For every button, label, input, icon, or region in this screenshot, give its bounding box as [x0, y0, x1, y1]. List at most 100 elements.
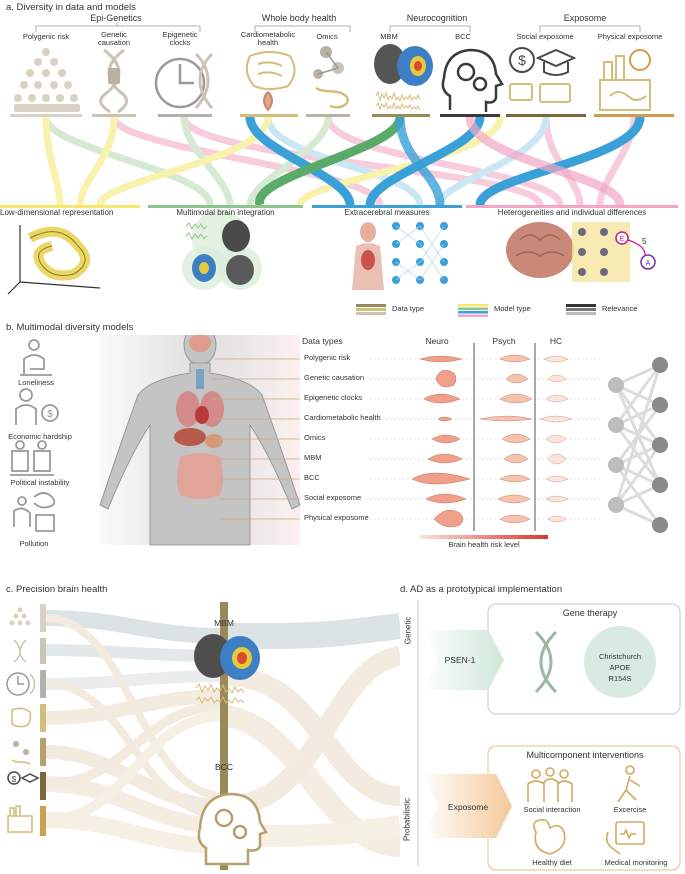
panel-b-title: b. Multimodal diversity models	[6, 322, 134, 333]
exposure-loneliness: Loneliness	[18, 378, 54, 387]
annotation-number: 5	[642, 237, 647, 246]
model-label-heterogeneity: Heterogeneities and individual differenc…	[497, 208, 647, 217]
exposure-economic: Economic hardship	[8, 432, 72, 441]
economic-hardship-icon: $	[15, 388, 59, 425]
panel-c-title: c. Precision brain health	[6, 584, 108, 595]
node-e: E	[620, 236, 625, 243]
row-social: Social exposome	[304, 493, 362, 502]
svg-text:$: $	[518, 52, 526, 68]
item-social-interaction: Social interaction	[523, 805, 581, 814]
item-exercise: Excercise	[613, 805, 647, 814]
strong-relevance-flows	[245, 115, 645, 207]
warning-mark-icon	[108, 68, 120, 84]
model-bar-low-dim	[0, 205, 140, 208]
exposure-political: Political instability	[10, 478, 70, 487]
group-epigenetics: Epi-Genetics	[90, 13, 142, 23]
dt-label-physical: Physical exposome	[597, 32, 663, 41]
panel-d-graphics	[417, 600, 681, 871]
genetic-arrow	[422, 630, 504, 690]
dt-label-epigenetic: Epigenetic clocks	[162, 30, 198, 48]
panel-a-title: a. Diversity in data and models	[6, 2, 136, 13]
christchurch-line-1: Christchurch	[598, 652, 642, 661]
people-pyramid-icon	[14, 48, 80, 112]
interventions-title: Multicomponent interventions	[526, 750, 644, 760]
input-icons: $	[6, 607, 40, 833]
row-genetic: Genetic causation	[304, 373, 365, 382]
row-omics: Omics	[304, 433, 326, 442]
bcc-head-icon	[197, 792, 268, 866]
group-whole-body: Whole body health	[261, 13, 337, 23]
exposure-pollution: Pollution	[19, 539, 49, 548]
model-bar-extracerebral	[312, 205, 462, 208]
svg-text:$: $	[47, 409, 53, 420]
model-bar-heterogeneity	[466, 205, 678, 208]
dt-label-mbm: MBM	[380, 32, 398, 41]
mbm-brain-icon	[194, 634, 260, 705]
exercise-icon	[617, 765, 641, 803]
input-bars	[40, 604, 46, 836]
money-school-icon: $	[509, 47, 577, 103]
row-epigenetic: Epigenetic clocks	[304, 393, 362, 402]
political-instability-icon	[10, 440, 54, 476]
row-bcc: BCC	[304, 473, 320, 482]
probabilistic-arrow	[422, 774, 512, 838]
row-cardio: Cardiometabolic health	[304, 413, 381, 422]
item-healthy-diet: Healthy diet	[532, 858, 572, 867]
christchurch-line-2: APOE	[609, 663, 631, 672]
side-label-genetic: Genetic	[403, 616, 413, 645]
header-data-types: Data types	[302, 336, 343, 346]
dt-label-cardio: Cardiometabolic health	[240, 30, 296, 48]
head-gears-icon	[441, 48, 504, 112]
organ-icons	[174, 335, 224, 499]
christchurch-line-3: R154S	[608, 674, 632, 683]
panel-c-graphics: $	[6, 602, 400, 870]
model-label-extracerebral: Extracerebral measures	[344, 208, 430, 217]
psych-violins	[479, 354, 533, 524]
dt-label-omics: Omics	[316, 32, 338, 41]
legend-model-type: Model type	[494, 304, 531, 313]
dt-label-bcc: BCC	[455, 32, 471, 41]
col-psych: Psych	[492, 336, 516, 346]
variant-circle	[584, 626, 656, 698]
neuro-violins	[411, 355, 471, 528]
col-hc: HC	[549, 336, 563, 346]
panel-a-graphics: $	[0, 22, 678, 317]
hc-violins	[539, 355, 573, 523]
dt-label-social: Social exposome	[516, 32, 574, 41]
dna-icon	[534, 630, 558, 694]
node-mbm: MBM	[214, 618, 234, 628]
molecule-icon	[313, 46, 349, 109]
legend-relevance: Relevance	[602, 304, 638, 313]
model-label-low-dim: Low-dimensional representation	[0, 208, 114, 217]
healthy-diet-icon	[532, 818, 566, 855]
data-type-bars	[10, 114, 674, 117]
col-neuro: Neuro	[425, 336, 449, 346]
manifold-3d-icon	[7, 225, 101, 295]
node-a: A	[646, 260, 651, 267]
dna-warning-icon	[99, 48, 128, 114]
factory-nature-icon	[599, 49, 651, 111]
risk-scale-label: Brain health risk level	[448, 540, 520, 549]
panel-b-graphics: $	[10, 335, 668, 546]
panel-d-title: d. AD as a prototypical implementation	[400, 584, 563, 595]
risk-gradient-bar	[420, 535, 548, 539]
dt-label-genetic: Genetic causation	[97, 30, 131, 48]
body-network-icon	[352, 222, 448, 290]
social-interaction-icon	[527, 767, 573, 802]
model-label-multimodal: Multimodal brain integration	[176, 208, 275, 217]
sankey-flows	[45, 610, 400, 857]
central-bar	[220, 602, 228, 870]
legend-data-type: Data type	[392, 304, 425, 313]
node-bcc: BCC	[215, 762, 233, 772]
lonely-person-icon	[20, 339, 52, 376]
pollution-icon	[13, 492, 56, 532]
svg-text:$: $	[12, 775, 17, 784]
signal-waves-icon	[375, 90, 421, 111]
row-polygenic: Polygenic risk	[304, 353, 351, 362]
brain-heterogeneity-icon	[506, 222, 656, 282]
brain-scan-icon	[374, 44, 433, 86]
dt-label-polygenic: Polygenic risk	[22, 32, 70, 41]
organs-icon	[245, 51, 296, 112]
gene-therapy-title: Gene therapy	[562, 608, 618, 618]
legend	[356, 304, 596, 317]
